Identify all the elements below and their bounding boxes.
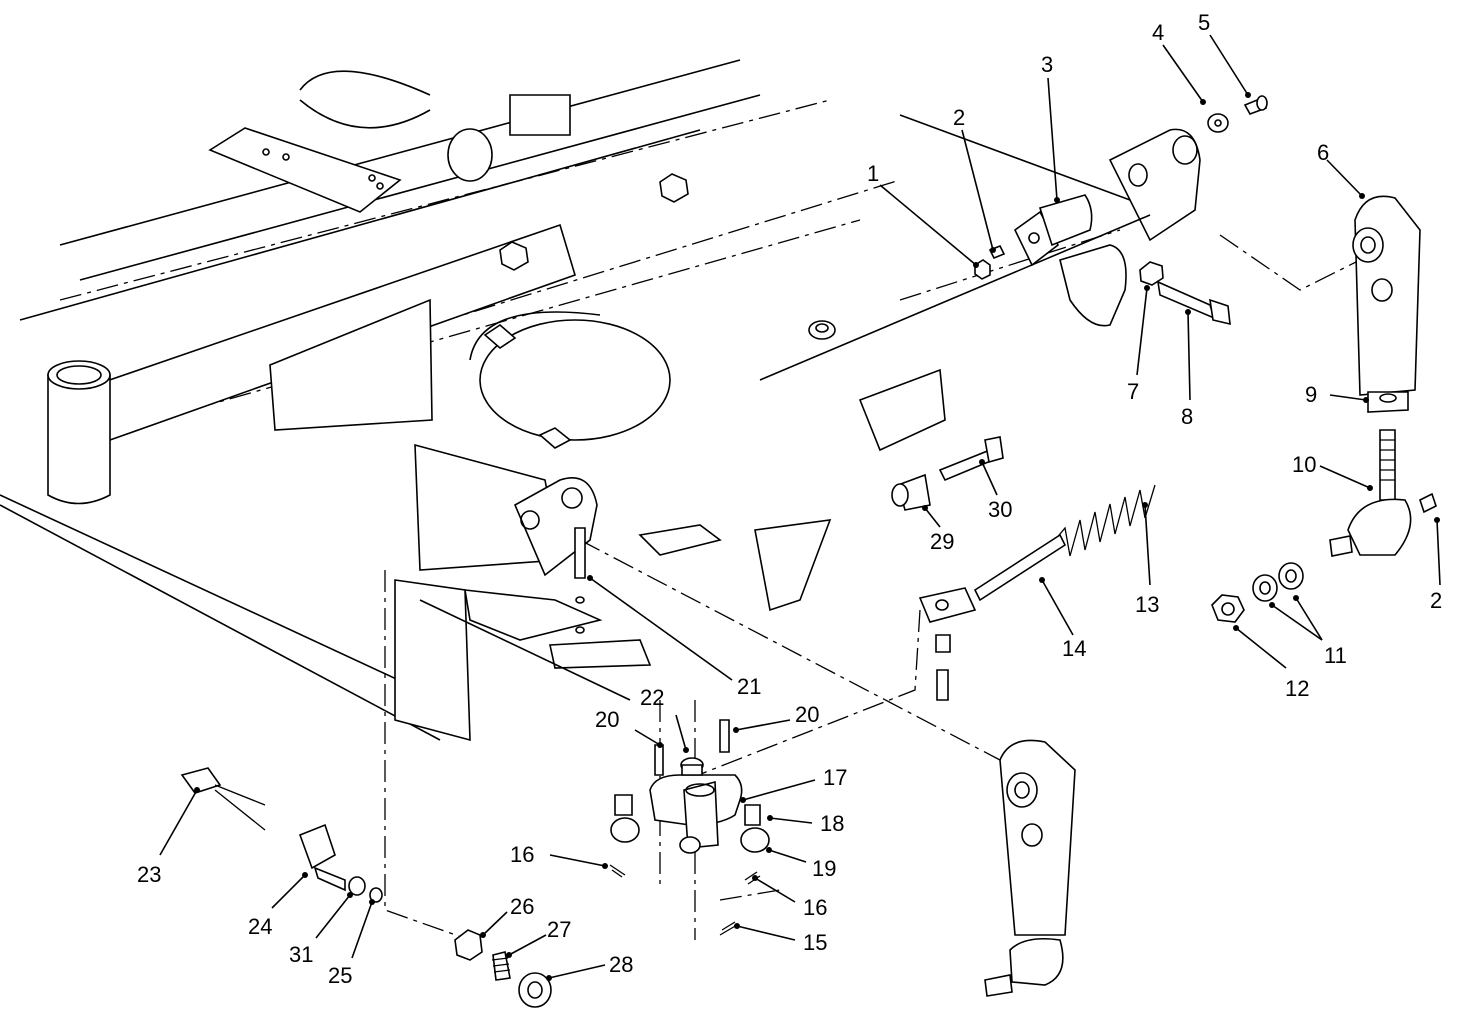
callout-25: 25 — [328, 963, 352, 988]
callout-9: 9 — [1305, 382, 1317, 407]
part-26-nut — [454, 929, 483, 961]
callout-labels: 1 2 2 3 4 5 6 7 8 9 10 11 12 13 14 15 16… — [137, 10, 1442, 988]
callout-27: 27 — [547, 917, 571, 942]
callout-31: 31 — [289, 942, 313, 967]
part-13-spring — [1054, 484, 1156, 557]
part-18-bushing — [614, 794, 761, 826]
callout-6: 6 — [1317, 140, 1329, 165]
callout-24: 24 — [248, 914, 272, 939]
callout-16-left: 16 — [510, 842, 534, 867]
part-20-pins — [654, 719, 730, 776]
callout-7: 7 — [1127, 379, 1139, 404]
part-23-wire-connector — [180, 767, 266, 831]
part-12-nut — [1211, 594, 1245, 623]
part-28-bushing — [518, 972, 552, 1008]
callout-30: 30 — [988, 497, 1012, 522]
callout-26: 26 — [510, 894, 534, 919]
callout-28: 28 — [609, 952, 633, 977]
part-30-bolt — [938, 436, 1004, 482]
part-2-grease-fitting-right — [1419, 492, 1437, 514]
part-31-washer — [348, 876, 366, 896]
callout-10: 10 — [1292, 452, 1316, 477]
part-4-washer — [1207, 113, 1229, 133]
part-22-flange-bushing — [680, 757, 704, 776]
part-9-jam-nut — [1367, 391, 1409, 413]
callout-22: 22 — [640, 685, 664, 710]
callout-20-right: 20 — [795, 702, 819, 727]
callout-12: 12 — [1285, 676, 1309, 701]
callout-2-upper: 2 — [953, 105, 965, 130]
callout-8: 8 — [1181, 404, 1193, 429]
part-24-switch — [298, 823, 346, 892]
callout-29: 29 — [930, 529, 954, 554]
part-7-nut — [1139, 261, 1164, 286]
callout-13: 13 — [1135, 592, 1159, 617]
callout-16-right: 16 — [803, 895, 827, 920]
callout-21: 21 — [737, 674, 761, 699]
part-27-spring — [491, 951, 511, 981]
callout-19: 19 — [812, 856, 836, 881]
callout-11: 11 — [1324, 643, 1347, 668]
part-25-ring — [369, 887, 383, 903]
callout-23: 23 — [137, 862, 161, 887]
mower-frame — [0, 59, 1371, 742]
callout-2-right: 2 — [1430, 588, 1442, 613]
part-10-rod-end — [1329, 429, 1412, 557]
lower-lift-link — [984, 739, 1076, 997]
part-17-pivot-plate — [649, 774, 743, 849]
part-14-spring-rod — [918, 533, 1067, 701]
callout-3: 3 — [1041, 52, 1053, 77]
part-15-16-clips — [609, 864, 761, 936]
callout-17: 17 — [823, 765, 847, 790]
callout-15: 15 — [803, 930, 827, 955]
callout-1: 1 — [867, 161, 879, 186]
callout-4: 4 — [1152, 20, 1164, 45]
part-3-pivot-bracket — [1013, 194, 1093, 267]
part-19-bearing — [610, 817, 770, 854]
callout-14: 14 — [1062, 636, 1086, 661]
part-11-washers — [1252, 562, 1304, 602]
part-5-bolt — [1243, 95, 1268, 115]
callout-20-left: 20 — [595, 707, 619, 732]
leader-lines — [159, 34, 1441, 981]
callout-18: 18 — [820, 811, 844, 836]
part-8-bolt — [1156, 280, 1231, 326]
callout-5: 5 — [1198, 10, 1210, 35]
part-29-bushing — [891, 473, 931, 511]
part-6-lift-link — [1352, 195, 1421, 396]
part-21-pivot-pin — [574, 527, 586, 579]
